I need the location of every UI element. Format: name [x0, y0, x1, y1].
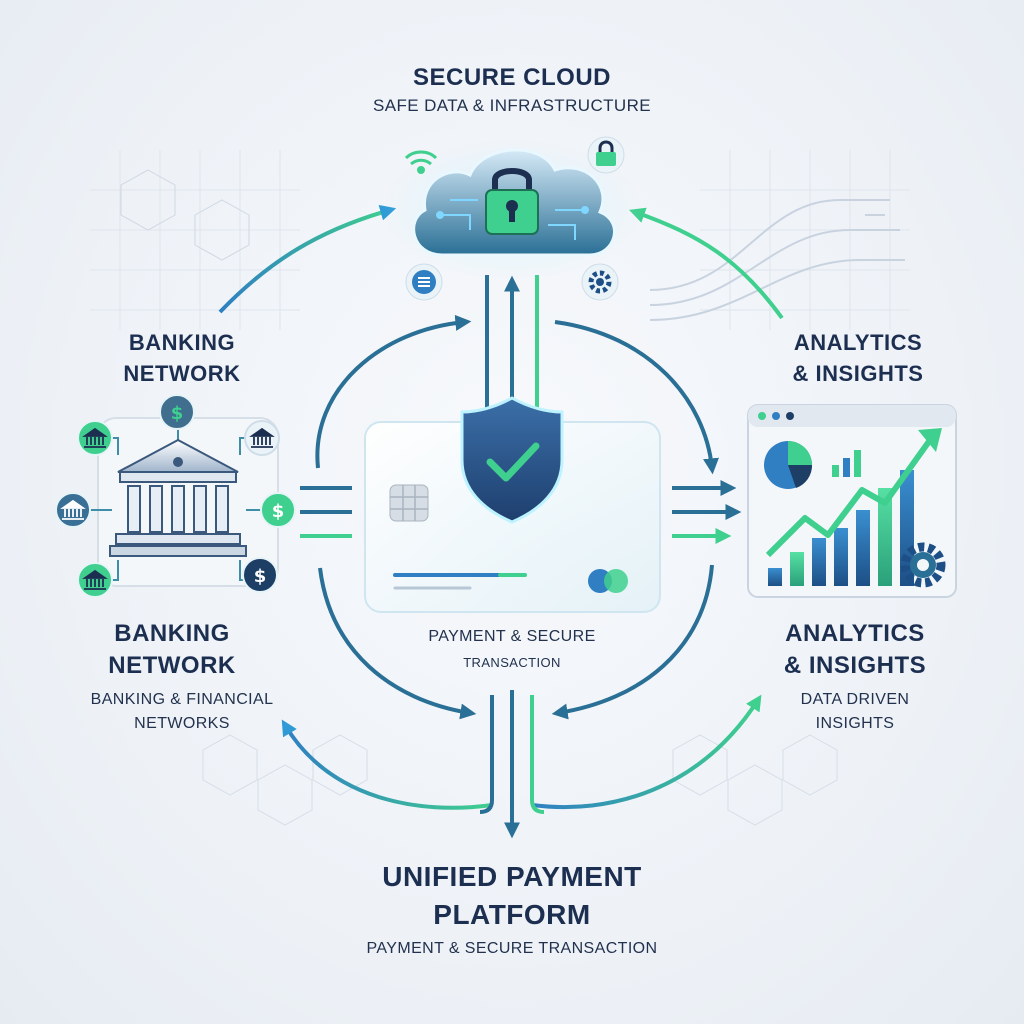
bank-icon: [109, 438, 247, 557]
shield-check-icon: [460, 396, 564, 524]
menu-badge-icon: [405, 263, 443, 301]
gear-icon-analytics: [900, 542, 946, 588]
analytics-sub-line2: Insights: [815, 715, 895, 732]
data-stream-lines: [649, 199, 905, 321]
analytics-sub-line1: Data Driven: [800, 691, 910, 708]
secure-cloud-node: [382, 136, 642, 301]
banking-network-node: $ $ $: [55, 394, 296, 598]
arrow-analytics-to-cloud: [628, 207, 784, 320]
platform-subtitle: Payment & Secure Transaction: [366, 940, 658, 957]
inner-flow-circle: [315, 314, 719, 720]
analytics-top-line1: Analytics: [793, 330, 923, 355]
card-brand-circles: [588, 569, 628, 593]
analytics-chart-icon: [764, 428, 942, 586]
banking-top-line2: Network: [123, 361, 241, 386]
mini-bank-icons: [55, 420, 280, 598]
analytics-top-label: Analytics & Insights: [738, 327, 978, 389]
analytics-node: [747, 404, 957, 598]
banking-top-line1: Banking: [128, 330, 236, 355]
analytics-subtitle: Data Driven Insights: [745, 688, 965, 736]
analytics-title: Analytics & Insights: [735, 618, 975, 682]
secure-cloud-subtitle: Safe Data & Infrastructure: [372, 96, 652, 115]
card-chip: [389, 484, 429, 522]
analytics-title-line1: Analytics: [785, 620, 925, 647]
vertical-links: [479, 275, 545, 839]
svg-text:$: $: [254, 566, 267, 587]
platform-title-line2: Platform: [433, 899, 591, 930]
arrow-bank-to-cloud: [218, 204, 397, 314]
banking-sub-line1: Banking & Financial: [90, 691, 274, 708]
lock-icon: [485, 168, 539, 235]
lock-badge-icon: [587, 136, 625, 174]
arrow-platform-to-analytics: [531, 694, 762, 810]
payment-card-node: [352, 396, 672, 620]
banking-sub-line2: Networks: [134, 715, 230, 732]
banking-title-line1: Banking: [114, 620, 230, 647]
svg-text:$: $: [171, 403, 184, 424]
platform-title: Unified Payment Platform: [262, 858, 762, 934]
wifi-icon: [404, 150, 438, 174]
horizontal-links: [300, 480, 742, 544]
card-caption: Payment & Secure Transaction: [372, 624, 652, 676]
gear-icon: [581, 263, 619, 301]
card-caption-line1: Payment & Secure: [428, 628, 596, 645]
banking-network-top-label: Banking Network: [62, 327, 302, 389]
analytics-title-line2: & Insights: [783, 652, 927, 679]
card-caption-line2: Transaction: [463, 655, 561, 670]
arrow-platform-to-bank: [281, 719, 493, 810]
banking-title-line2: Network: [108, 652, 236, 679]
svg-text:$: $: [272, 501, 285, 522]
analytics-top-line2: & Insights: [792, 361, 924, 386]
banking-network-title: Banking Network: [52, 618, 292, 682]
secure-cloud-title: Secure Cloud: [412, 64, 611, 91]
banking-network-subtitle: Banking & Financial Networks: [52, 688, 312, 736]
platform-title-line1: Unified Payment: [382, 861, 642, 892]
dollar-coin-icon: $ $ $: [159, 394, 296, 593]
